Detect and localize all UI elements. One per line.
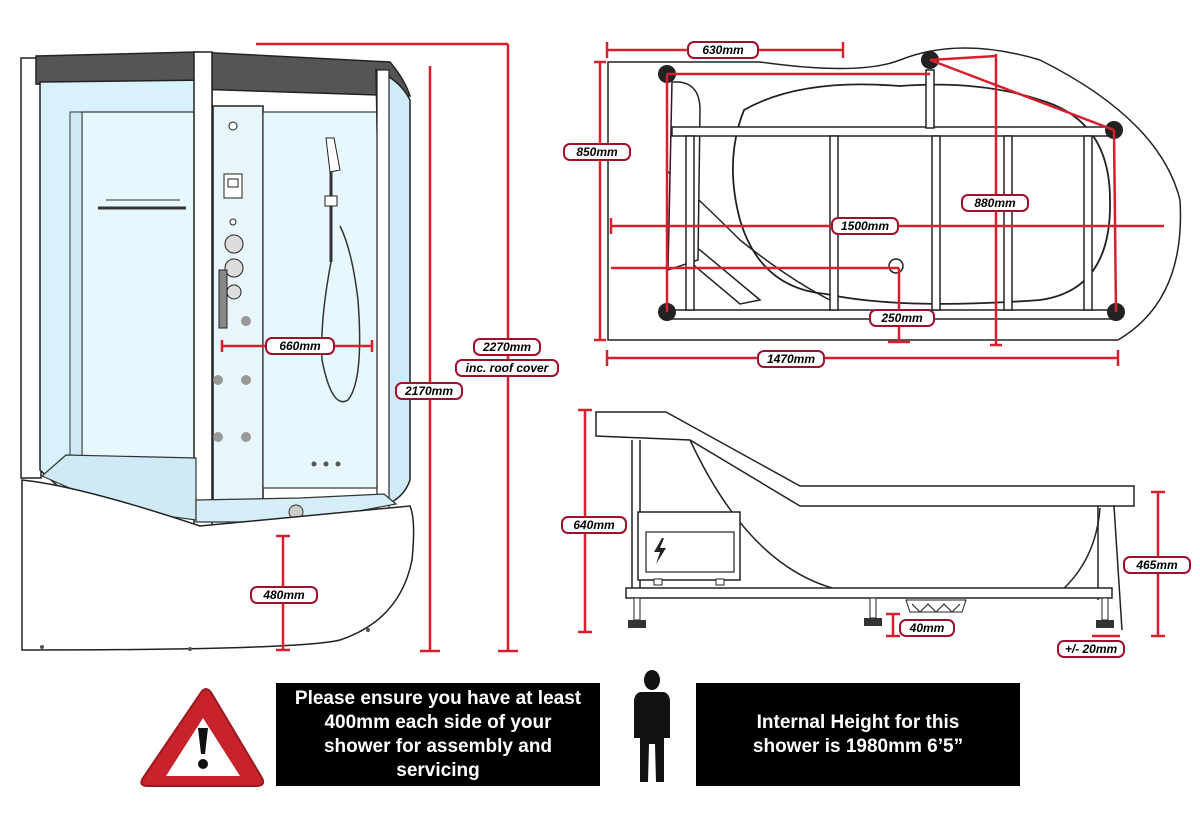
label-foot-height: 40mm	[899, 619, 955, 637]
svg-text:+/- 20mm: +/- 20mm	[1065, 642, 1118, 656]
label-total-height-note: inc. roof cover	[455, 359, 559, 377]
svg-text:40mm: 40mm	[909, 621, 945, 635]
label-front-width: 660mm	[265, 337, 335, 355]
svg-text:inc. roof cover: inc. roof cover	[466, 361, 550, 375]
svg-text:660mm: 660mm	[279, 339, 321, 353]
label-rim-height: 465mm	[1123, 556, 1191, 574]
label-cabin-height: 2170mm	[395, 382, 463, 400]
svg-text:880mm: 880mm	[974, 196, 1016, 210]
bath-top-view	[607, 47, 1182, 341]
bath-side-view	[595, 411, 1135, 631]
label-top-width: 630mm	[687, 41, 759, 59]
label-right-depth: 880mm	[961, 194, 1029, 212]
label-total-height: 2270mm	[473, 338, 541, 356]
warning-triangle-icon	[140, 688, 265, 787]
label-frame-length: 1470mm	[757, 350, 825, 368]
internal-height-notice: Internal Height for this shower is 1980m…	[696, 683, 1020, 786]
label-foot-adjust: +/- 20mm	[1057, 640, 1125, 658]
svg-text:640mm: 640mm	[573, 518, 615, 532]
svg-text:465mm: 465mm	[1135, 558, 1178, 572]
svg-text:2270mm: 2270mm	[482, 340, 531, 354]
svg-text:480mm: 480mm	[262, 588, 305, 602]
label-left-depth: 850mm	[563, 143, 631, 161]
label-drain-offset: 250mm	[869, 309, 935, 327]
person-silhouette-icon	[634, 670, 670, 782]
shower-cabin-front-view	[20, 51, 415, 651]
svg-text:630mm: 630mm	[702, 43, 744, 57]
label-overall-length: 1500mm	[831, 217, 899, 235]
svg-text:1500mm: 1500mm	[841, 219, 889, 233]
svg-text:850mm: 850mm	[576, 145, 618, 159]
lightning-icon	[654, 538, 666, 564]
svg-text:2170mm: 2170mm	[404, 384, 453, 398]
dimension-labels: 660mm 480mm 2170mm 2270mm inc. roof cove…	[250, 41, 1191, 658]
label-side-height: 640mm	[561, 516, 627, 534]
svg-text:250mm: 250mm	[880, 311, 923, 325]
clearance-notice: Please ensure you have at least 400mm ea…	[276, 683, 600, 786]
svg-text:1470mm: 1470mm	[767, 352, 815, 366]
label-tray-height: 480mm	[250, 586, 318, 604]
